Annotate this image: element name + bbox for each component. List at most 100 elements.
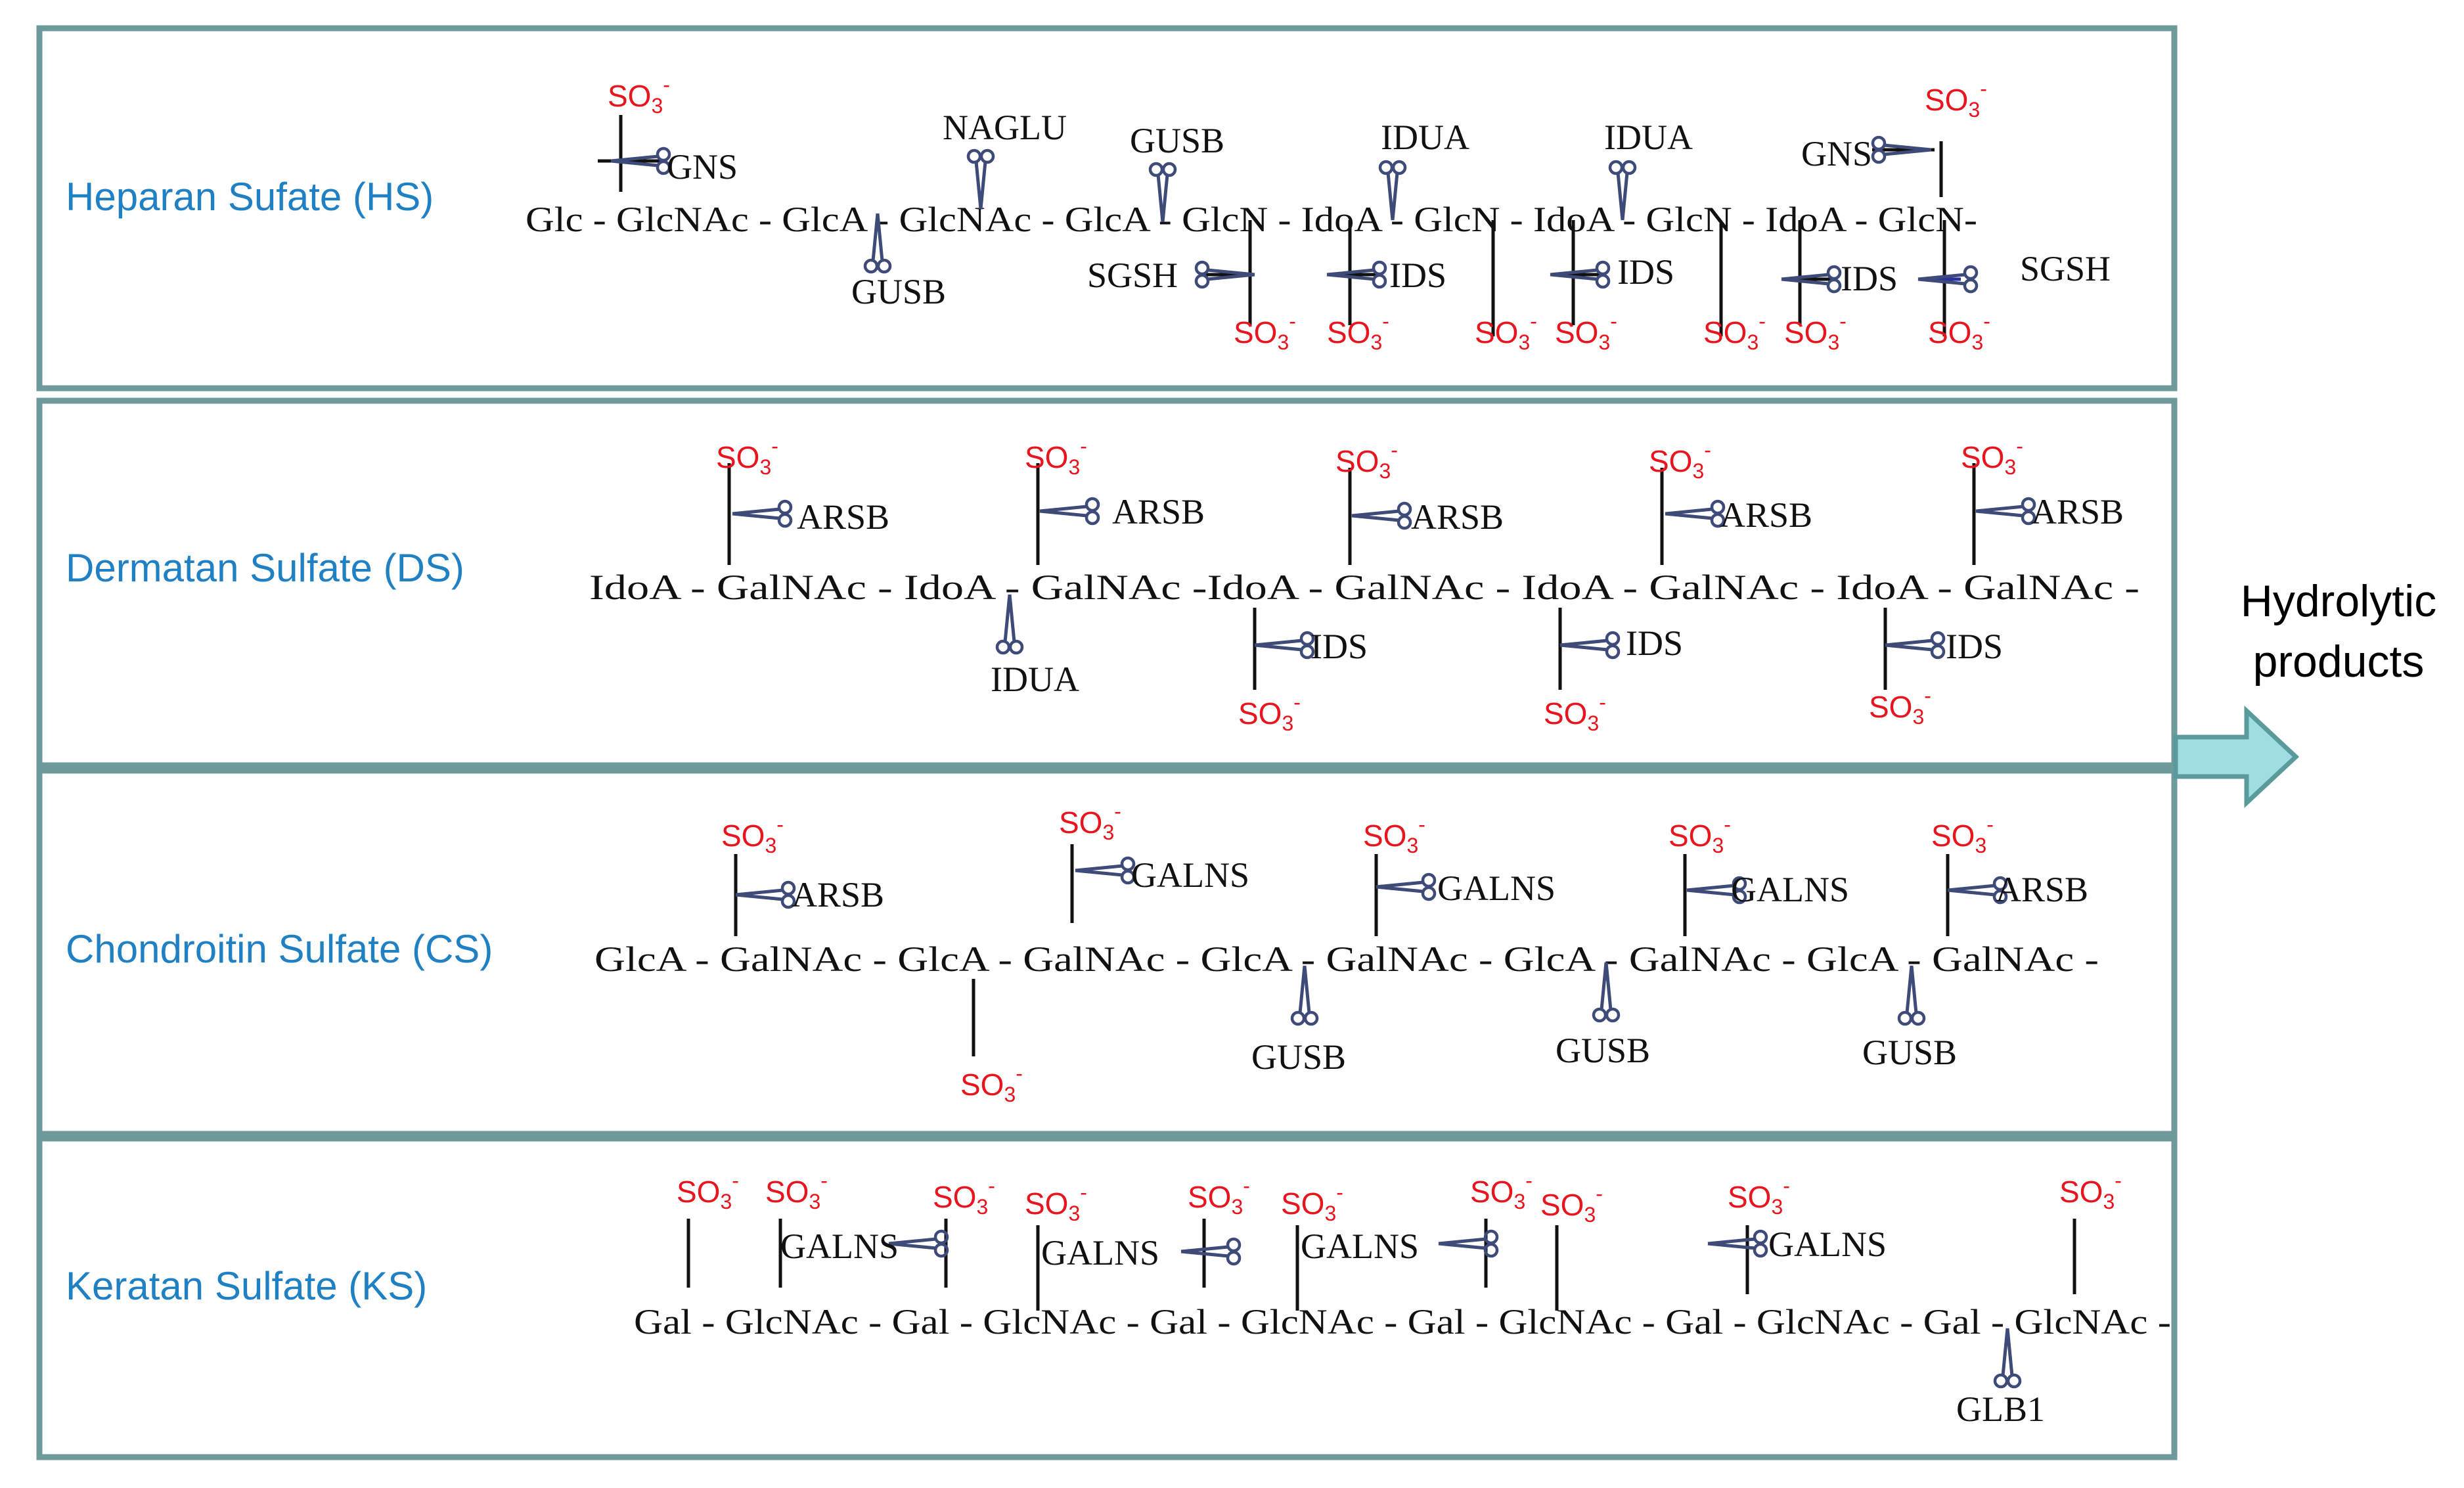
sulfate-label: SO3- [1931,813,1994,857]
sulfate-label: SO3- [2059,1169,2122,1213]
sulfate-label: SO3- [933,1174,995,1219]
scissors-icon [1075,858,1134,883]
enzyme-label: IDUA [1604,118,1693,157]
sulfate-label: SO3- [1540,1182,1603,1227]
enzyme-label: GALNS [1041,1233,1159,1273]
enzyme-label: GLB1 [1956,1389,2045,1429]
scissors-icon [1439,1231,1497,1256]
enzyme-label: GUSB [1130,121,1224,160]
enzyme-label: ARSB [2031,492,2124,531]
sulfate-label: SO3- [1025,1181,1087,1225]
enzyme-label: IDUA [1381,118,1469,157]
enzyme-label: ARSB [1720,495,1812,535]
scissors-icon [736,882,794,907]
enzyme-label: GALNS [780,1227,899,1266]
panel-label-cs: Chondroitin Sulfate (CS) [66,927,493,971]
panel-label-hs: Heparan Sufate (HS) [66,175,434,219]
enzyme-label: IDS [1626,623,1683,663]
enzyme-label: NAGLU [943,108,1067,147]
scissors-icon [1665,501,1724,526]
sulfate-label: SO3- [1327,309,1389,354]
sulfate-label: SO3- [765,1169,828,1213]
sulfate-label: SO3- [1728,1174,1790,1219]
sulfate-label: SO3- [1703,309,1766,354]
sulfate-label: SO3- [608,73,670,118]
enzyme-label: IDS [1389,256,1446,295]
enzyme-label: IDS [1841,259,1898,298]
sulfate-label: SO3- [1335,438,1398,483]
enzyme-label: GNS [1801,134,1872,173]
panel-frame-cs [36,767,2178,1137]
enzyme-label: ARSB [1112,492,1205,531]
panel-label-ks: Keratan Sulfate (KS) [66,1264,427,1308]
chain-cs: GlcA - GalNAc - GlcA - GalNAc - GlcA - G… [594,939,2099,979]
chain-ks: Gal - GlcNAc - Gal - GlcNAc - Gal - GlcN… [634,1302,2171,1341]
scissors-icon [1708,1231,1766,1256]
scissors-icon [1976,499,2034,524]
enzyme-label: SGSH [1087,256,1178,295]
sulfate-label: SO3- [1475,309,1537,354]
enzyme-label: GUSB [1251,1037,1346,1077]
sulfate-label: SO3- [1059,800,1121,844]
sulfate-label: SO3- [1188,1174,1250,1219]
sulfate-label: SO3- [1238,690,1301,735]
enzyme-label: GALNS [1437,868,1556,908]
panel-frame-hs [36,25,2178,392]
scissors-icon [732,501,791,526]
panel-frames [36,25,2178,1460]
sulfate-label: SO3- [1925,77,1987,122]
scissors-icon [1560,633,1619,658]
sulfate-label: SO3- [677,1169,739,1213]
sulfate-label: SO3- [1928,309,1990,354]
sulfate-label: SO3- [1961,434,2023,479]
enzyme-label: ARSB [792,875,884,914]
enzyme-label: GUSB [1862,1033,1957,1072]
sulfate-label: SO3- [960,1062,1023,1106]
scissors-icon [1181,1239,1240,1264]
sulfate-label: SO3- [1470,1169,1533,1213]
enzyme-label: GUSB [1556,1031,1650,1070]
sulfate-labels: SO3- SO3- SO3- SO3- SO3- SO3- SO3- SO3- SO3- SO3-… [608,73,2122,1227]
output-arrow [2173,705,2300,809]
enzyme-label: IDS [1617,252,1674,292]
enzyme-label: SGSH [2020,249,2111,288]
sulfate-label: SO3- [1784,309,1847,354]
enzyme-label: GUSB [851,272,946,311]
scissors-icon [1040,499,1098,524]
scissors-icon [1376,874,1435,899]
scissors-icon [1885,633,1944,658]
enzyme-label: ARSB [797,497,889,537]
enzymes-ks: GALNS GALNS GALNS GALNS GLB1 [780,1225,2045,1429]
sulfate-label: SO3- [721,813,784,857]
sulfate-label: SO3- [1669,813,1731,857]
scissors-icon [1255,633,1313,658]
enzyme-label: ARSB [1411,497,1504,537]
panel-frame-ds [36,397,2178,769]
enzyme-label: ARSB [1996,870,2088,909]
sulfate-label: SO3- [1544,690,1606,735]
sulfate-label: SO3- [1555,309,1617,354]
output-label-line2: products [2253,637,2425,687]
output-label-line1: Hydrolytic [2241,576,2437,626]
sulfate-label: SO3- [1363,813,1425,857]
enzymes-ds: ARSB ARSB ARSB ARSB ARSB IDUA IDS IDS ID… [797,492,2124,699]
panel-label-ds: Dermatan Sulfate (DS) [66,546,464,590]
sulfate-label: SO3- [1869,684,1931,729]
sulfate-label: SO3- [1281,1181,1343,1225]
enzyme-label: GALNS [1768,1225,1887,1264]
panel-frame-ks [36,1135,2178,1460]
sulfate-label: SO3- [1649,438,1711,483]
enzymes-cs: ARSB GALNS GALNS GALNS ARSB GUSB GUSB GU… [792,855,2088,1077]
enzyme-label: GALNS [1731,870,1849,909]
enzyme-label: IDS [1310,627,1368,666]
chain-ds: IdoA - GalNAc - IdoA - GalNAc -IdoA - Ga… [589,568,2139,607]
enzyme-label: GALNS [1301,1227,1419,1266]
sulfate-label: SO3- [1025,434,1087,479]
sulfate-label: SO3- [716,434,778,479]
enzymes-hs: GNS NAGLU GUSB IDUA IDUA GNS GUSB SGSH I… [667,108,2111,311]
enzyme-label: IDUA [991,660,1079,699]
enzyme-label: GALNS [1131,855,1249,895]
sulfate-label: SO3- [1234,309,1296,354]
scissors-icon [1352,503,1410,528]
